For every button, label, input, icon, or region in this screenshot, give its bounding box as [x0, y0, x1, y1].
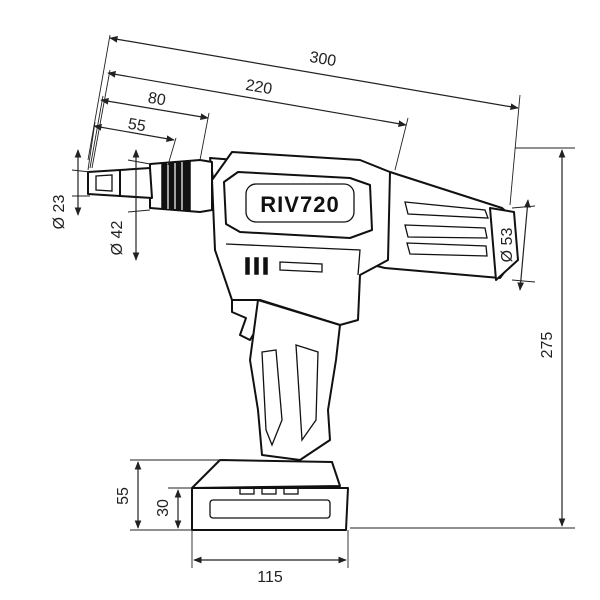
dim-length-to-grip [107, 70, 407, 128]
switch-slot [279, 261, 323, 273]
rear-vents [404, 201, 489, 257]
nose-collar-ribs [167, 162, 183, 210]
handle-grip-left [261, 349, 283, 447]
label-battery-width: 115 [257, 569, 283, 586]
battery-ribs [239, 487, 299, 495]
label-nose-diameter: Ø 42 [109, 221, 126, 256]
label-nose-tip-length: 55 [127, 116, 148, 136]
rivet-tool: RIV720 [87, 151, 519, 531]
dimension-labels: 300 220 80 55 Ø 23 Ø 42 Ø 53 275 55 30 1… [51, 49, 556, 586]
battery-top [191, 459, 341, 489]
indicator-leds [245, 257, 268, 275]
label-tip-diameter: Ø 23 [51, 195, 68, 230]
nose-collar [161, 161, 191, 211]
battery-label [209, 499, 331, 519]
label-overall-length: 300 [308, 49, 337, 70]
dim-nose-length [100, 97, 209, 121]
label-battery-base-height: 30 [155, 499, 172, 517]
tool-handle [249, 299, 341, 461]
nose-tip-detail [95, 174, 113, 192]
model-label: RIV720 [260, 192, 339, 217]
dim-nose-tip-length [93, 123, 175, 143]
label-length-to-grip: 220 [244, 77, 273, 98]
label-nose-length: 80 [147, 90, 167, 110]
label-overall-height: 275 [539, 332, 556, 359]
label-rear-diameter: Ø 53 [499, 228, 516, 263]
nose-tip [87, 169, 121, 197]
handle-grip-right [295, 344, 319, 442]
housing-seam [225, 243, 361, 276]
dim-rear-diameter [517, 199, 531, 291]
dimension-lines [71, 34, 575, 568]
label-plate [245, 183, 355, 223]
label-battery-height: 55 [115, 487, 132, 505]
